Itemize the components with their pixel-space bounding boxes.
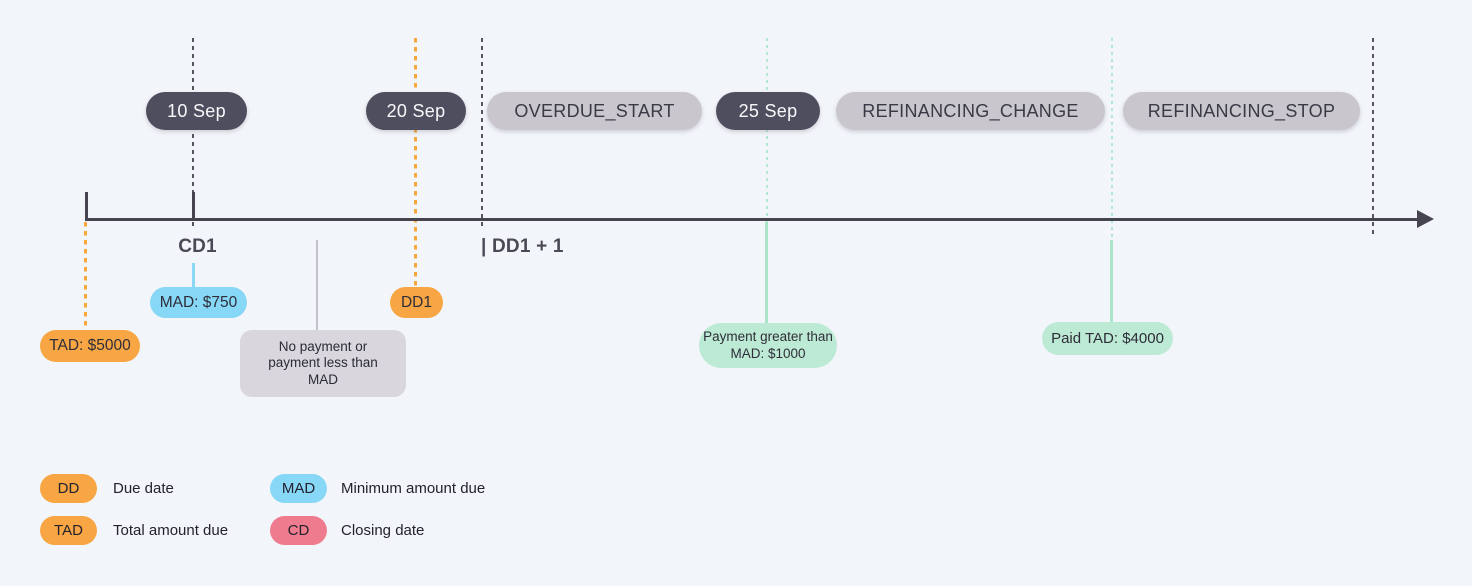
connector-mad: [192, 263, 195, 289]
guide-line-end-dashed: [1372, 38, 1374, 234]
legend-pill-mad: MAD: [270, 474, 327, 503]
annotation-pill-paid-tad: Paid TAD: $4000: [1042, 322, 1173, 355]
axis-tick-start: [85, 192, 88, 221]
event-pill-25-sep: 25 Sep: [716, 92, 820, 130]
annotation-pill-payment-greater: Payment greater than MAD: $1000: [699, 323, 837, 368]
legend-pill-cd: CD: [270, 516, 327, 545]
connector-payment-greater: [765, 222, 768, 325]
legend-label-total-amount-due: Total amount due: [113, 522, 229, 539]
timeline-axis: [86, 218, 1420, 221]
axis-label-dd1-plus-1: | DD1 + 1: [481, 236, 564, 257]
legend-label-closing-date: Closing date: [341, 522, 425, 539]
guide-line-dd1-dashed: [414, 38, 417, 286]
legend-label-minimum-amount-due: Minimum amount due: [341, 480, 486, 497]
axis-label-cd1: CD1: [178, 236, 217, 257]
connector-paid-tad: [1110, 240, 1113, 324]
legend-pill-tad: TAD: [40, 516, 97, 545]
axis-tick-cd1: [192, 192, 195, 221]
annotation-box-no-payment: No payment or payment less than MAD: [240, 330, 406, 397]
event-pill-refinancing-stop: REFINANCING_STOP: [1123, 92, 1360, 130]
event-pill-refinancing-change: REFINANCING_CHANGE: [836, 92, 1105, 130]
timeline-arrowhead-icon: [1417, 210, 1434, 228]
guide-line-sep25-dashed: [766, 38, 768, 222]
annotation-pill-mad: MAD: $750: [150, 287, 247, 318]
guide-line-dd1plus1-dashed: [481, 38, 483, 230]
legend-pill-dd: DD: [40, 474, 97, 503]
annotation-pill-tad: TAD: $5000: [40, 330, 140, 362]
guide-line-tad-dashed: [84, 222, 87, 330]
event-pill-20-sep: 20 Sep: [366, 92, 466, 130]
event-pill-10-sep: 10 Sep: [146, 92, 247, 130]
connector-no-payment: [316, 240, 318, 332]
annotation-pill-dd1: DD1: [390, 287, 443, 318]
event-pill-overdue-start: OVERDUE_START: [487, 92, 702, 130]
guide-line-paidtad-dashed: [1111, 38, 1113, 238]
guide-line-cd1-dashed: [192, 38, 194, 228]
legend-label-due-date: Due date: [113, 480, 174, 497]
